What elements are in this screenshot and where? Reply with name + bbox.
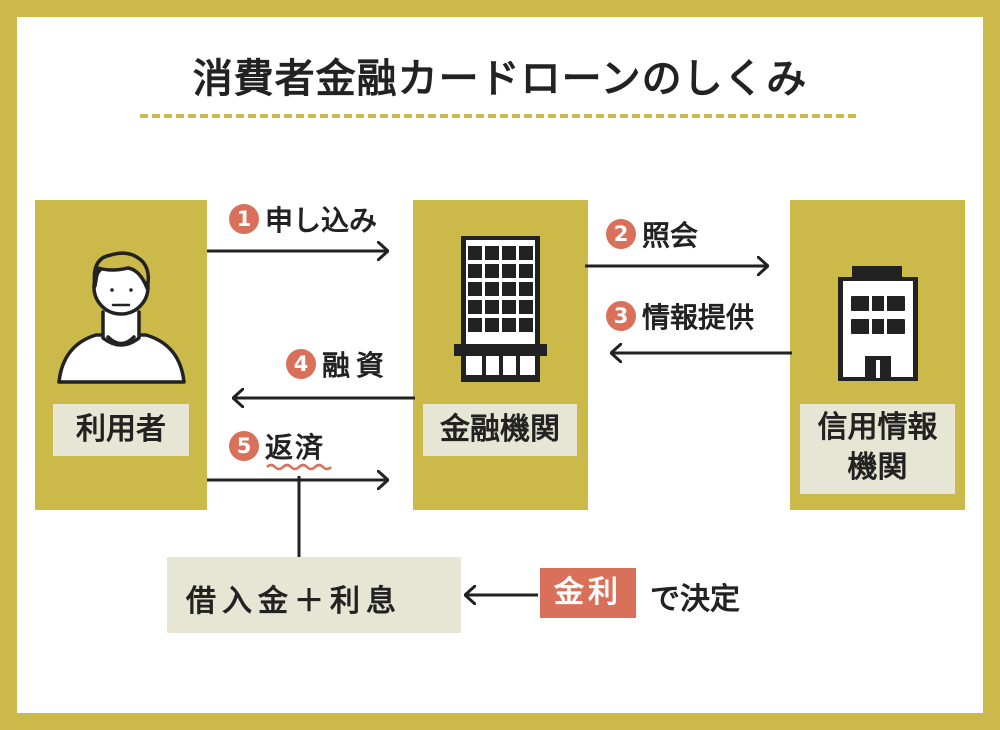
step-4-loan: 4 融資: [286, 344, 390, 384]
title-underline: [140, 114, 856, 118]
step-5-repayment: 5 返済: [229, 426, 325, 466]
step-label: 照会: [642, 219, 699, 252]
interest-rate-note: で決定: [650, 582, 740, 617]
step-number-badge: 5: [229, 431, 259, 461]
interest-rate-badge: 金利: [540, 568, 636, 618]
step-2-inquiry: 2 照会: [606, 214, 698, 254]
step-number-badge: 1: [229, 204, 259, 234]
step-number-badge: 2: [606, 219, 636, 249]
person-icon: [57, 251, 186, 384]
repayment-amount-box: [167, 557, 461, 633]
step-label: 申し込み: [265, 204, 378, 237]
bank-label: 金融機関: [423, 404, 577, 456]
step-label: 返済: [265, 431, 326, 464]
user-label: 利用者: [53, 404, 189, 456]
step-label: 融資: [322, 349, 391, 382]
credit-bureau-building-icon: [838, 266, 918, 381]
step-number-badge: 3: [606, 301, 636, 331]
credit-bureau-label: 信用情報 機関: [800, 404, 955, 494]
diagram-title: 消費者金融カードローンのしくみ: [192, 56, 808, 102]
repayment-wavy-underline: [266, 463, 332, 471]
credit-bureau-label-line2: 機関: [847, 450, 908, 485]
step-label: 情報提供: [642, 301, 755, 334]
credit-bureau-label-line1: 信用情報: [817, 410, 938, 445]
step-3-information: 3 情報提供: [606, 296, 754, 336]
repayment-amount-text: 借入金＋利息: [186, 584, 402, 619]
step-1-application: 1 申し込み: [229, 199, 377, 239]
step-number-badge: 4: [286, 349, 316, 379]
office-building-icon: [454, 236, 547, 382]
